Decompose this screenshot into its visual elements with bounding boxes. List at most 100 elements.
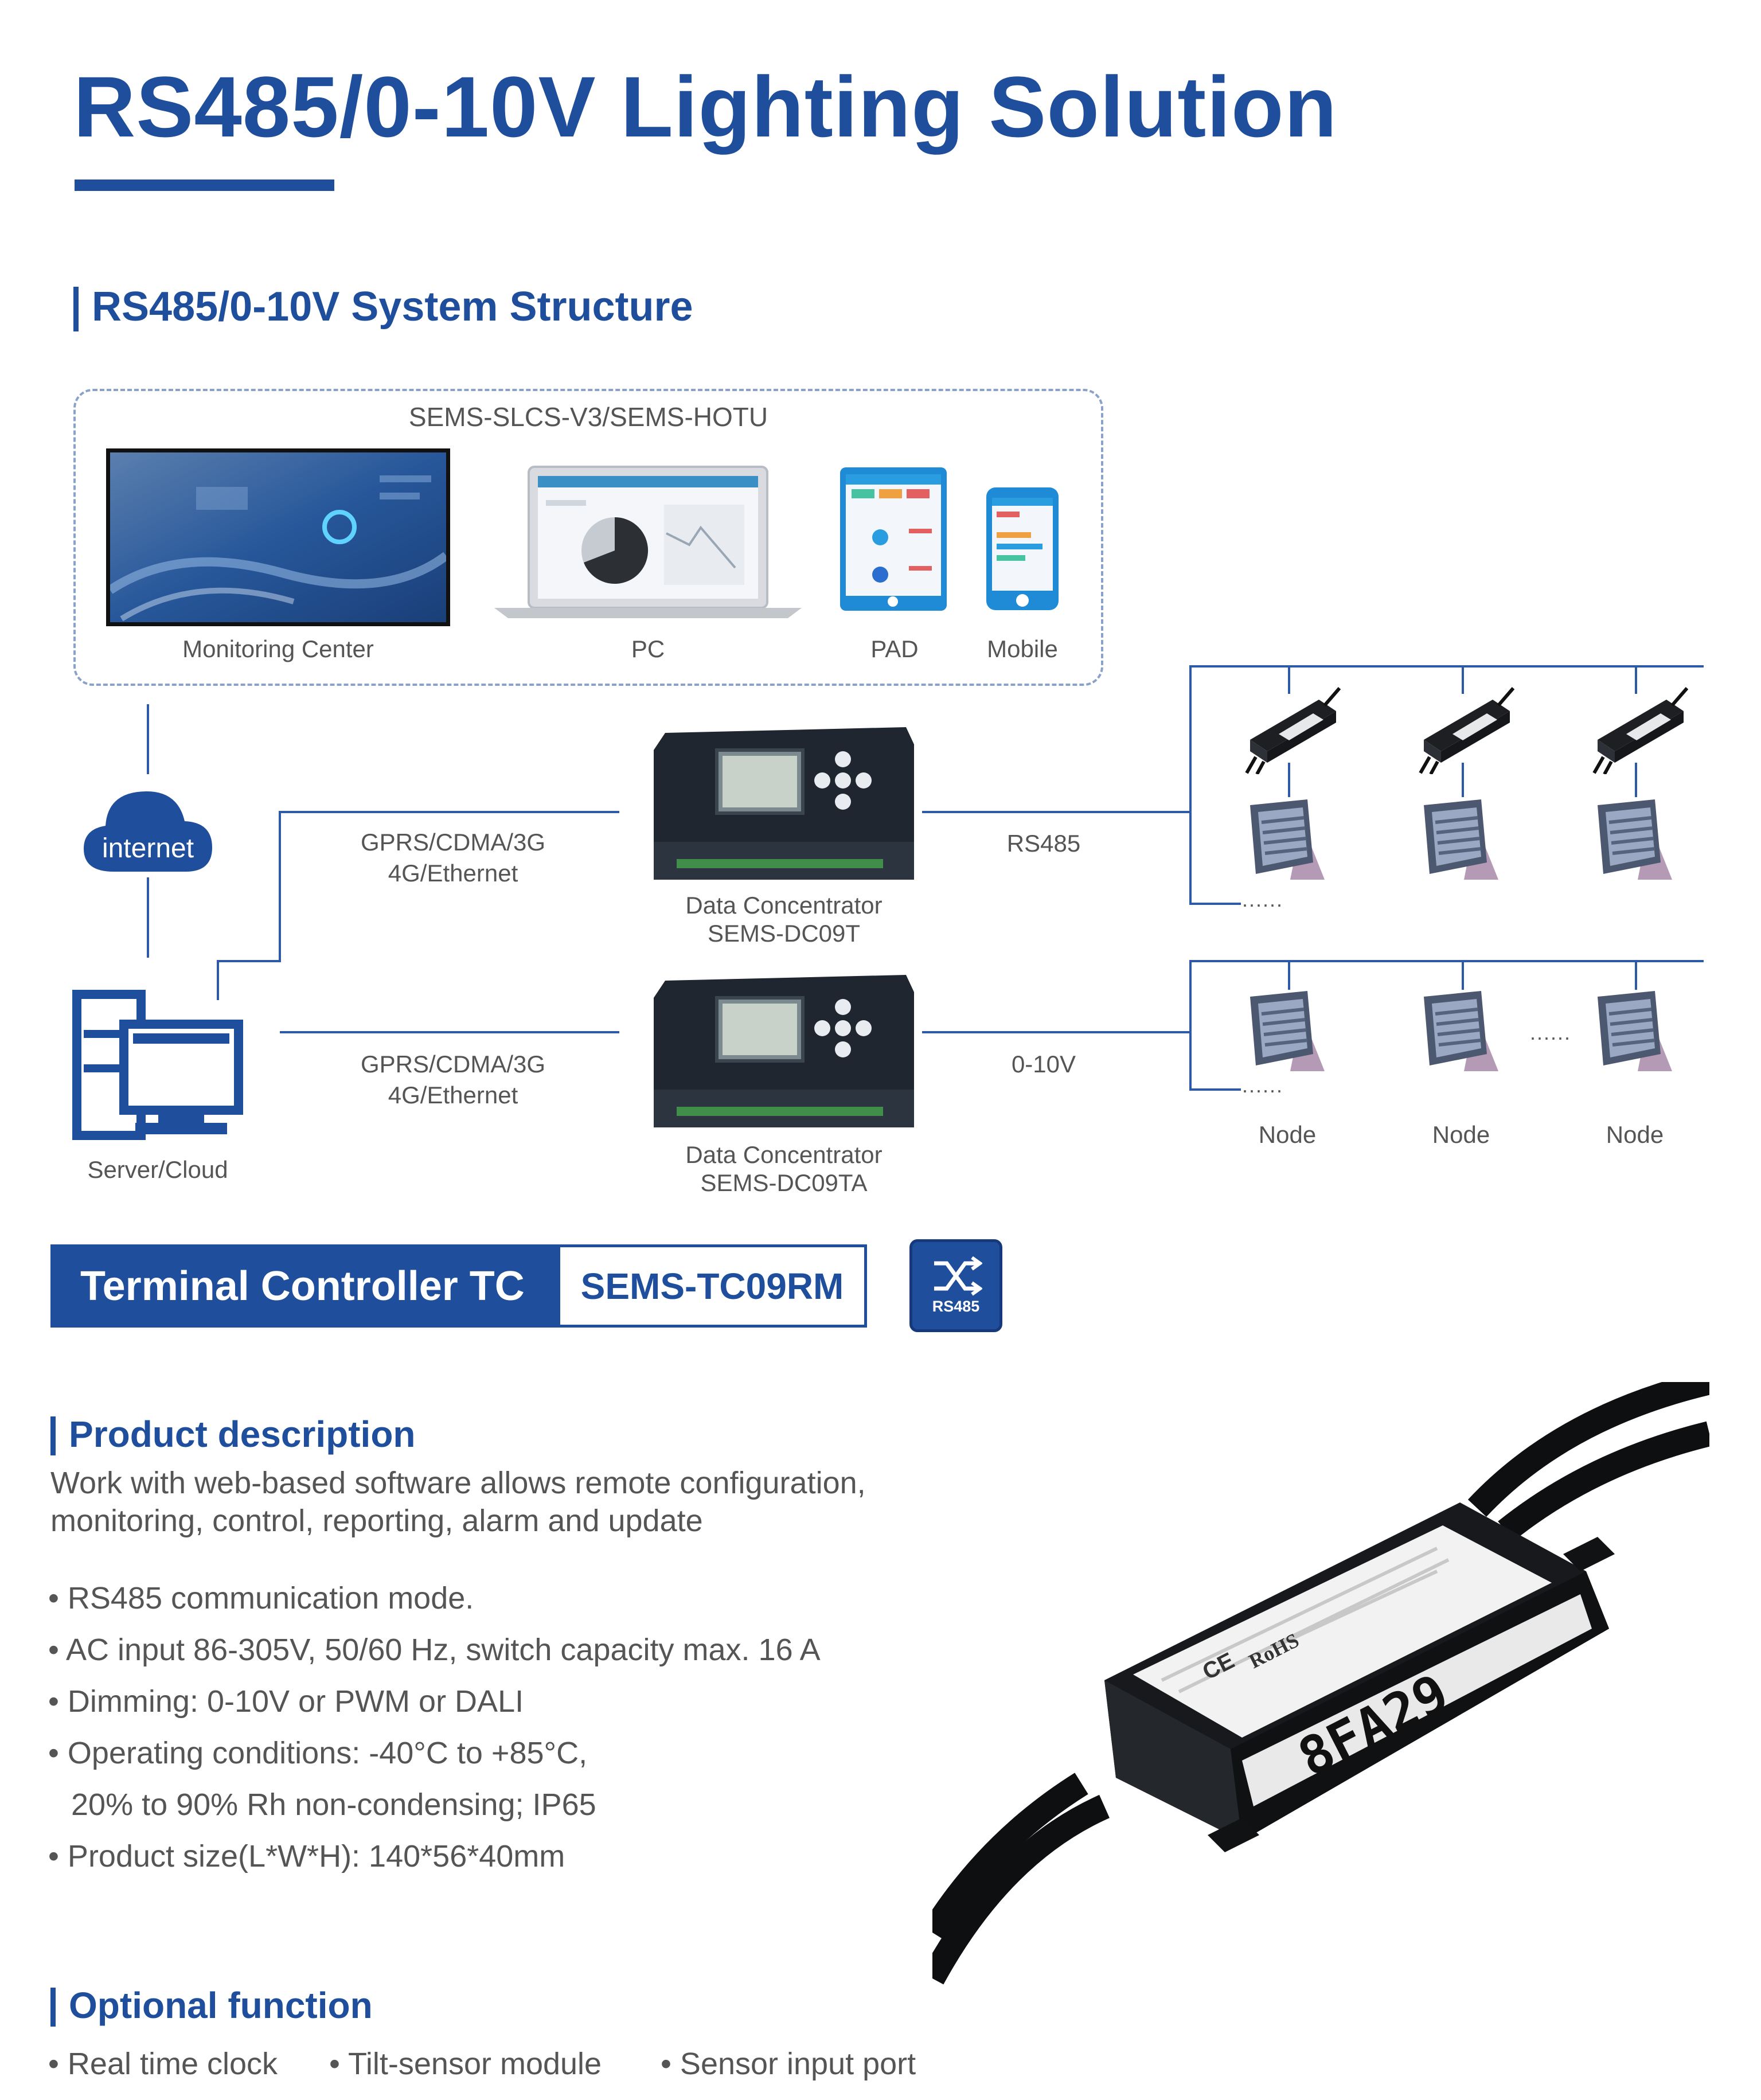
product-description-heading: Product description [69,1414,416,1455]
platform-label: SEMS-SLCS-V3/SEMS-HOTU [408,402,768,432]
mobile-home-button [1016,594,1029,607]
driver-graphic [1592,687,1689,775]
floodlight-graphic [1250,991,1325,1071]
controller-graphic: 8FA29 CE RoHS [921,1369,1713,1985]
bullet-mark: • [48,1684,59,1719]
connector-line [280,1031,619,1033]
section-marker [50,1988,56,2027]
bullet-mark: • [48,2047,59,2081]
optional-item-text: Sensor input port [680,2047,916,2081]
bullet-text: Operating conditions: -40°C to +85°C, [67,1736,588,1770]
data-concentrator-bottom-image [654,975,914,1127]
server-cloud-icon [72,990,244,1140]
more-nodes-ellipsis: ...... [1242,1074,1284,1097]
bus-line [1189,960,1704,962]
bullet-item: • RS485 communication mode. [48,1580,474,1616]
product-intro-line-1: Work with web-based software allows remo… [50,1466,866,1500]
tablet-graphic [846,474,941,596]
pc-laptop-image [494,465,802,619]
node-label: Node [1258,1121,1317,1148]
product-name-banner: Terminal Controller TC [50,1244,557,1328]
optional-item: • Real time clock [48,2046,278,2082]
pc-label: PC [631,635,665,662]
connector-line [922,1031,1190,1033]
node-lamp-image [1239,799,1336,885]
floodlight-graphic [1598,991,1672,1071]
section-marker [73,287,79,331]
connector-line [922,811,1190,813]
concentrator-graphic [654,975,914,1127]
bus-drop [1635,763,1637,797]
concentrator-bottom-label-2: SEMS-DC09TA [700,1169,868,1196]
laptop-graphic [494,466,802,618]
bullet-text: RS485 communication mode. [67,1581,474,1615]
concentrator-bottom-label-1: Data Concentrator [685,1141,883,1168]
concentrator-top-label-2: SEMS-DC09T [707,920,861,947]
connector-line [217,960,280,962]
floodlight-graphic [1598,799,1672,880]
connector-line [147,704,149,774]
floodlight-graphic [1424,991,1498,1071]
optional-item-text: Real time clock [67,2047,278,2081]
bus-drop [1288,960,1290,990]
cloud-shape [84,791,212,872]
monitoring-center-label: Monitoring Center [182,635,374,662]
node-lamp-image [1586,799,1684,885]
driver-graphic [1419,687,1515,775]
bullet-mark: • [48,1736,59,1770]
bus-drop [1462,960,1464,990]
pad-label: PAD [870,635,919,662]
system-structure-heading: RS485/0-10V System Structure [92,284,693,330]
node-driver-image [1586,677,1689,775]
rs485-arrows-icon [934,1256,982,1295]
bullet-item: • AC input 86-305V, 50/60 Hz, switch cap… [48,1632,821,1668]
bullet-item: • Dimming: 0-10V or PWM or DALI [48,1684,524,1719]
title-underline [75,179,334,191]
bus-drop [1635,665,1637,694]
connector-line [147,877,149,958]
floodlight-graphic [1250,799,1325,880]
monitoring-dashboard-graphic [107,452,449,622]
data-concentrator-top-image [654,727,914,880]
more-nodes-ellipsis: ...... [1242,888,1284,911]
link-bottom-label-2: 4G/Ethernet [388,1082,518,1108]
bullet-text: AC input 86-305V, 50/60 Hz, switch capac… [65,1633,821,1667]
bullet-text: Dimming: 0-10V or PWM or DALI [67,1684,524,1719]
bus-drop [1288,665,1290,694]
bus-drop [1635,960,1637,990]
connector-line [279,811,619,813]
node-label: Node [1432,1121,1490,1148]
link-top-label-1: GPRS/CDMA/3G [360,829,546,856]
more-nodes-ellipsis: ...... [1530,1021,1572,1044]
optional-function-heading: Optional function [69,1985,373,2026]
bullet-mark: • [48,1633,59,1667]
phone-graphic [992,498,1053,591]
bus-line [1189,665,1704,668]
mobile-label: Mobile [987,635,1058,662]
concentrator-top-label-1: Data Concentrator [685,892,883,919]
terminal-controller-image: 8FA29 CE RoHS [921,1369,1713,1996]
node-label: Node [1606,1121,1664,1148]
product-intro-line-2: monitoring, control, reporting, alarm an… [50,1504,703,1538]
node-lamp-image [1412,991,1510,1077]
bus-drop [1462,665,1464,694]
driver-graphic [1245,687,1341,775]
optional-item: • Sensor input port [661,2046,916,2082]
pad-home-button [888,596,898,607]
protocol-bottom-label: 0-10V [1011,1051,1076,1078]
bullet-item: • Operating conditions: -40°C to +85°C, [48,1735,587,1771]
floodlight-graphic [1424,799,1498,880]
platform-group-box [73,389,1103,686]
bus-line [1189,960,1192,1090]
node-lamp-image [1239,991,1336,1077]
node-lamp-image [1412,799,1510,885]
bullet-mark: • [48,1581,59,1615]
node-driver-image [1412,677,1516,775]
bus-line [1189,903,1241,905]
internet-cloud-icon [79,786,217,877]
link-bottom-label-1: GPRS/CDMA/3G [360,1051,546,1078]
optional-item: • Tilt-sensor module [329,2046,602,2082]
bus-line [1189,665,1192,904]
bus-drop [1462,763,1464,797]
bullet-mark: • [48,1839,59,1873]
